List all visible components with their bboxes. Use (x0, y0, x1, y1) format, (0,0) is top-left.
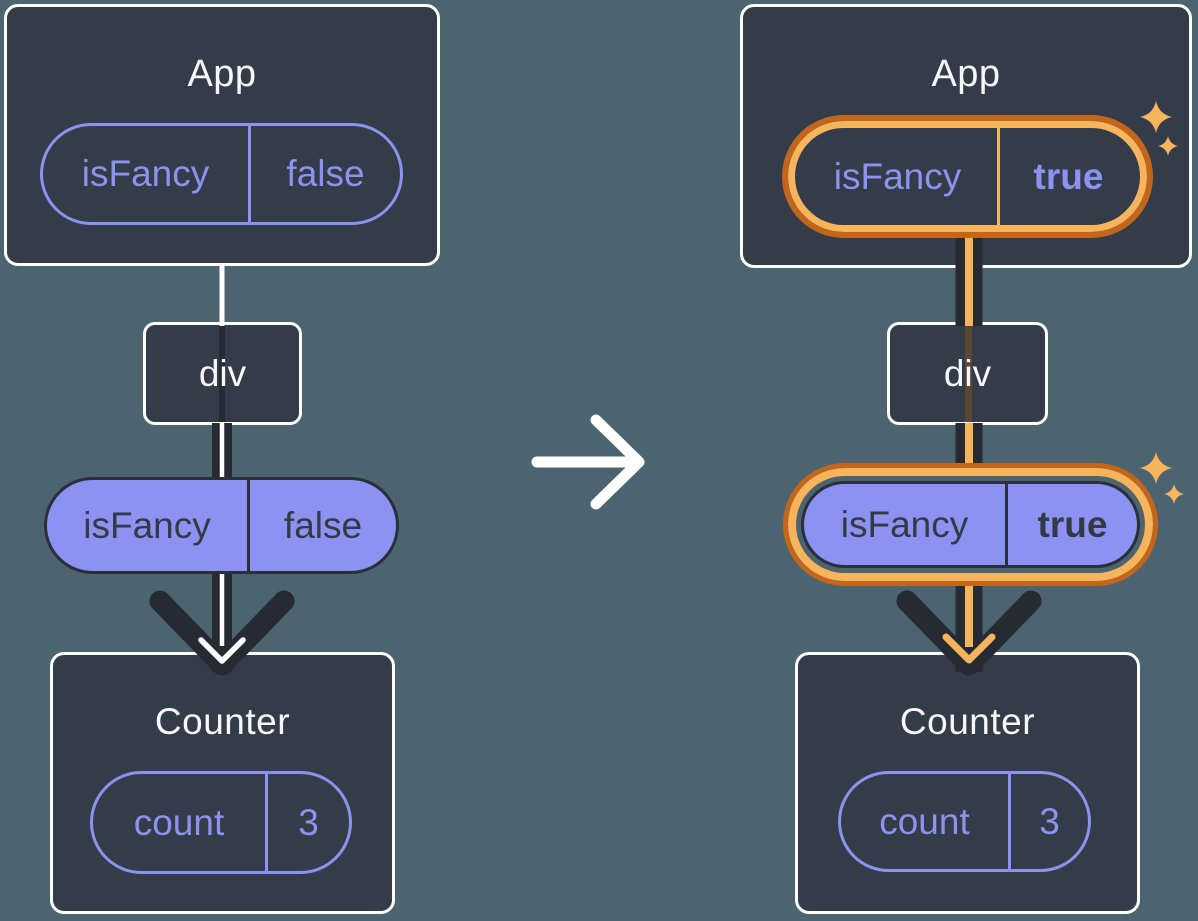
app-title: App (187, 53, 257, 95)
state-value-label: true (1033, 155, 1104, 197)
prop-name-label: isFancy (840, 503, 969, 545)
app-state-pill: isFancy false (40, 123, 403, 225)
state-name-label: count (133, 801, 225, 843)
sparkle-icon (1140, 452, 1172, 484)
pill-divider (265, 774, 268, 871)
state-name-label: isFancy (833, 155, 962, 197)
state-name-label: isFancy (81, 153, 210, 194)
pill-divider (1008, 774, 1011, 869)
state-value-label: 3 (298, 801, 319, 843)
div-label: div (943, 352, 992, 394)
counter-state-pill: count 3 (90, 771, 352, 874)
pill-divider (1005, 484, 1008, 565)
pill-divider (248, 126, 251, 222)
state-value-label: 3 (1039, 800, 1060, 842)
div-node-box: div (887, 322, 1048, 425)
prop-pill-body: isFancy true (801, 481, 1140, 568)
state-name-label: count (879, 800, 970, 842)
div-node-box: div (143, 322, 302, 425)
prop-name-label: isFancy (83, 504, 211, 546)
prop-value-label: true (1037, 503, 1108, 545)
thread-line (965, 325, 972, 422)
sparkle-icon (1164, 484, 1184, 504)
app-state-pill-highlighted: isFancy true (782, 115, 1153, 238)
thread-line (219, 325, 225, 422)
state-value-label: false (286, 153, 365, 194)
pill-divider (997, 128, 1000, 225)
counter-title: Counter (154, 701, 291, 742)
transition-arrow-icon (531, 414, 645, 510)
pill-divider (247, 480, 250, 571)
prop-pill-highlighted: isFancy true (783, 463, 1158, 586)
prop-pill: isFancy false (44, 477, 399, 574)
div-label: div (198, 352, 247, 394)
counter-title: Counter (899, 701, 1036, 742)
prop-value-label: false (283, 504, 363, 546)
counter-state-pill: count 3 (838, 771, 1091, 872)
app-title: App (931, 53, 1001, 95)
